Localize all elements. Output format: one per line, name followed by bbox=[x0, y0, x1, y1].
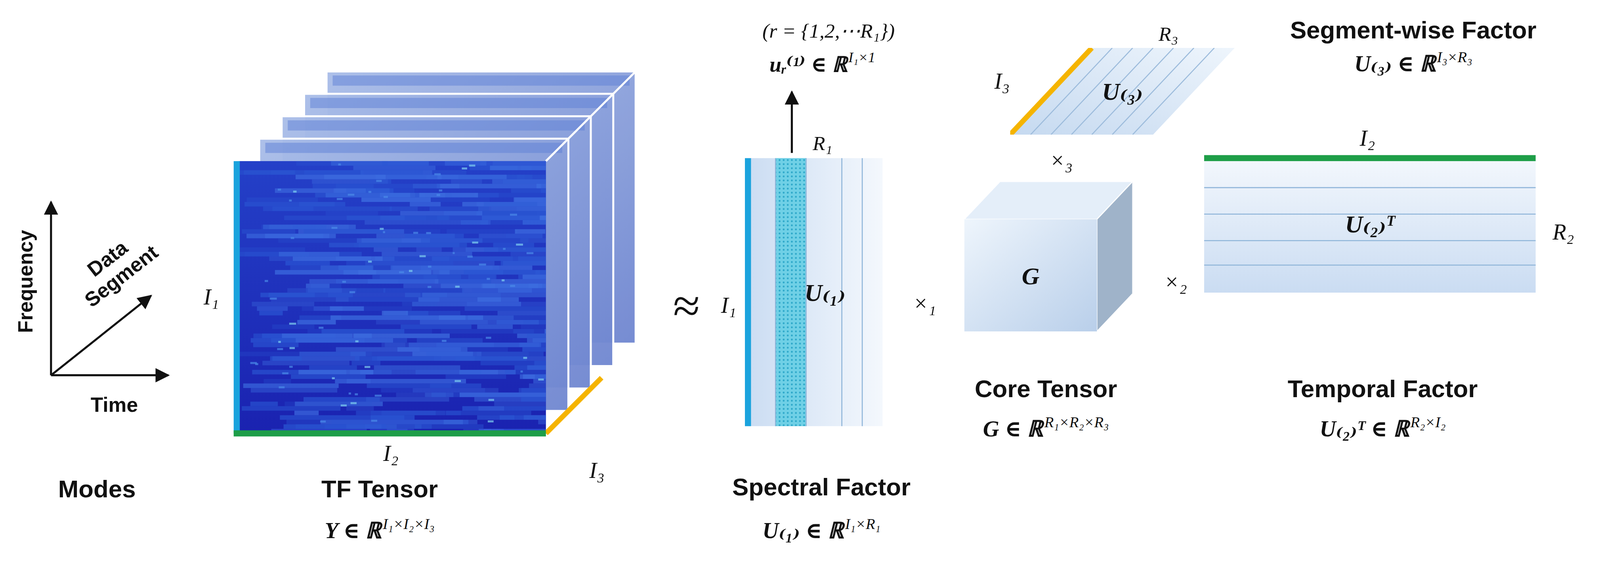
factor-symbol: U₍₁₎ bbox=[804, 277, 846, 308]
label-text: I₂ bbox=[1359, 125, 1376, 151]
mode-axes bbox=[51, 202, 169, 376]
dimension-superscript: I₁×I₂×I₃ bbox=[382, 516, 435, 533]
dimension-superscript: I₁×1 bbox=[848, 49, 876, 66]
label-text: (r = {1,2,⋯R₁}) bbox=[762, 19, 895, 43]
label-group: U₍₂₎ᵀ ∈ ℝR₂×I₂ bbox=[1319, 414, 1446, 443]
label-group: TF Tensor bbox=[321, 475, 438, 505]
label-group: I₃ bbox=[994, 68, 1011, 96]
label-group: U₍₃₎ ∈ ℝI₃×R₃ bbox=[1354, 48, 1473, 78]
label-text: ×₂ bbox=[1164, 269, 1188, 295]
label-text: R₂ bbox=[1552, 219, 1574, 245]
label-group: U₍₁₎ ∈ ℝI₁×R₁ bbox=[762, 516, 881, 546]
label-text: Y ∈ ℝ bbox=[324, 518, 382, 544]
label-text: Time bbox=[90, 393, 138, 417]
tf-tensor-cube bbox=[233, 71, 636, 434]
label-text: Data Segment bbox=[80, 236, 163, 312]
label-group: G ∈ ℝR₁×R₂×R₃ bbox=[983, 414, 1110, 443]
factor-symbol: U₍₂₎ᵀ bbox=[1345, 209, 1395, 239]
label-text: I₃ bbox=[994, 68, 1011, 94]
dimension-superscript: I₃×R₃ bbox=[1436, 48, 1473, 65]
label-group: ×₂ bbox=[1164, 269, 1188, 296]
label-group: uᵣ⁽¹⁾ ∈ ℝI₁×1 bbox=[769, 49, 876, 78]
label-group: R₁ bbox=[812, 130, 833, 156]
label-group: ×₃ bbox=[1049, 147, 1073, 175]
dimension-superscript: R₁×R₂×R₃ bbox=[1044, 414, 1110, 431]
factor-symbol: U₍₃₎ bbox=[1101, 76, 1143, 107]
node-shape bbox=[964, 181, 1133, 335]
label-group: Segment-wise Factor bbox=[1290, 15, 1537, 46]
label-text: I₁ bbox=[203, 284, 220, 310]
label-group: I₃ bbox=[589, 458, 605, 485]
label-text: I₁ bbox=[720, 292, 737, 319]
label-text: Frequency bbox=[14, 230, 37, 334]
label-group: ≈ bbox=[672, 276, 700, 336]
label-text: U₍₁₎ ∈ ℝ bbox=[762, 518, 844, 544]
segment-factor-box: U₍₃₎ bbox=[1010, 47, 1236, 135]
label-group: Temporal Factor bbox=[1287, 375, 1478, 405]
label-group: ×₁ bbox=[912, 290, 936, 318]
label-group: Core Tensor bbox=[974, 375, 1117, 405]
label-group: Frequency bbox=[13, 230, 38, 334]
label-text: uᵣ⁽¹⁾ ∈ ℝ bbox=[769, 51, 848, 77]
spectral-factor-box: U₍₁₎ bbox=[744, 158, 883, 427]
label-text: Segment-wise Factor bbox=[1290, 15, 1537, 44]
dimension-superscript: R₂×I₂ bbox=[1410, 414, 1446, 431]
label-text: G ∈ ℝ bbox=[983, 416, 1044, 442]
label-group: Modes bbox=[58, 475, 136, 505]
label-text: Core Tensor bbox=[974, 375, 1117, 403]
column-arrow bbox=[790, 91, 793, 154]
label-group: I₁ bbox=[720, 292, 737, 320]
label-text: R₁ bbox=[812, 131, 833, 155]
label-text: I₃ bbox=[589, 458, 605, 484]
label-text: U₍₂₎ᵀ ∈ ℝ bbox=[1319, 416, 1410, 442]
label-group: I₁ bbox=[203, 284, 220, 312]
label-text: R₃ bbox=[1158, 22, 1179, 46]
label-group: R₃ bbox=[1158, 21, 1179, 46]
label-text: ×₃ bbox=[1049, 147, 1073, 174]
label-group: Data Segment bbox=[64, 221, 165, 314]
label-group: Y ∈ ℝI₁×I₂×I₃ bbox=[324, 516, 435, 546]
label-group: R₂ bbox=[1552, 219, 1574, 247]
label-text: Temporal Factor bbox=[1287, 375, 1478, 403]
label-text: Spectral Factor bbox=[732, 473, 911, 501]
label-text: I₂ bbox=[383, 440, 399, 466]
temporal-factor-box: U₍₂₎ᵀ bbox=[1204, 154, 1536, 293]
label-text: TF Tensor bbox=[321, 475, 438, 503]
factor-symbol: G bbox=[1021, 263, 1040, 291]
label-group: Spectral Factor bbox=[732, 473, 911, 503]
label-group: I₂ bbox=[383, 440, 399, 468]
label-text: U₍₃₎ ∈ ℝ bbox=[1354, 50, 1436, 77]
label-text: Modes bbox=[58, 475, 136, 503]
label-text: ≈ bbox=[672, 278, 700, 333]
dimension-superscript: I₁×R₁ bbox=[845, 516, 881, 533]
label-text: ×₁ bbox=[912, 290, 936, 316]
label-group: Time bbox=[90, 392, 138, 418]
core-tensor-cube: G bbox=[964, 181, 1133, 335]
label-group: (r = {1,2,⋯R₁}) bbox=[762, 18, 895, 43]
label-group: I₂ bbox=[1359, 125, 1376, 153]
